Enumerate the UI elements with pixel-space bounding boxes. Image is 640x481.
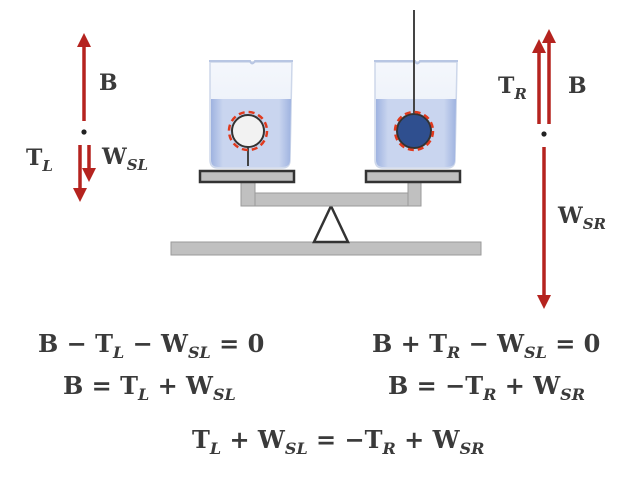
scale-beam — [253, 192, 409, 207]
right-pan — [364, 169, 462, 184]
left-free-body-diagram — [73, 33, 96, 202]
left-tension-label: TL — [26, 145, 53, 175]
right-object — [396, 113, 432, 149]
equation-term: T — [192, 425, 210, 454]
equation-term: B = T — [63, 371, 138, 400]
equation-subscript: R — [483, 385, 497, 404]
equation-subscript: SR — [560, 385, 586, 404]
left-point — [81, 129, 87, 135]
left-object — [231, 114, 265, 148]
equation-term: B = −T — [388, 371, 484, 400]
equation-term: B − T — [38, 329, 113, 358]
equation-term: + W — [221, 425, 285, 454]
equation-term: = 0 — [546, 329, 601, 358]
fulcrum-icon — [312, 203, 350, 244]
right-weight-label: WSR — [558, 203, 607, 233]
right-buoyancy-label: B — [568, 73, 587, 99]
right-object-outline — [393, 110, 435, 152]
right-point — [541, 131, 547, 137]
equation-term: − W — [460, 329, 525, 358]
equation-subscript: SR — [459, 439, 485, 458]
equation-left-1: B − TL − WSL = 0 — [38, 329, 265, 361]
left-pan-post — [240, 180, 256, 207]
equation-subscript: L — [112, 343, 125, 362]
left-buoyancy-label: B — [99, 70, 118, 96]
equation-right-1: B + TR − WSL = 0 — [372, 329, 601, 361]
equation-subscript: SL — [524, 343, 547, 362]
equation-subscript: R — [382, 439, 396, 458]
left-weight-label: WSL — [102, 144, 149, 174]
equation-term: − W — [124, 329, 188, 358]
scale-base — [170, 241, 482, 256]
equation-combined: TL + WSL = −TR + WSR — [192, 425, 484, 457]
left-beaker — [209, 60, 293, 169]
balance-scale — [170, 169, 482, 256]
equation-term: = 0 — [210, 329, 265, 358]
equation-subscript: SL — [188, 343, 211, 362]
left-pan — [198, 169, 296, 184]
left-object-outline — [227, 110, 269, 152]
equation-subscript: SL — [284, 439, 308, 458]
right-tension-label: TR — [498, 73, 527, 103]
equation-term: + W — [149, 371, 213, 400]
equation-term: + W — [395, 425, 460, 454]
right-beaker — [374, 10, 458, 169]
equation-right-2: B = −TR + WSR — [388, 371, 585, 403]
equation-term: + W — [496, 371, 561, 400]
equation-subscript: L — [209, 439, 222, 458]
right-pan-post — [407, 180, 422, 207]
equation-subscript: SL — [213, 385, 236, 404]
equation-subscript: L — [137, 385, 150, 404]
right-free-body-diagram — [532, 29, 556, 309]
equation-term: = −T — [307, 425, 383, 454]
equation-term: B + T — [372, 329, 447, 358]
equation-subscript: R — [446, 343, 461, 362]
equation-left-2: B = TL + WSL — [63, 371, 236, 403]
